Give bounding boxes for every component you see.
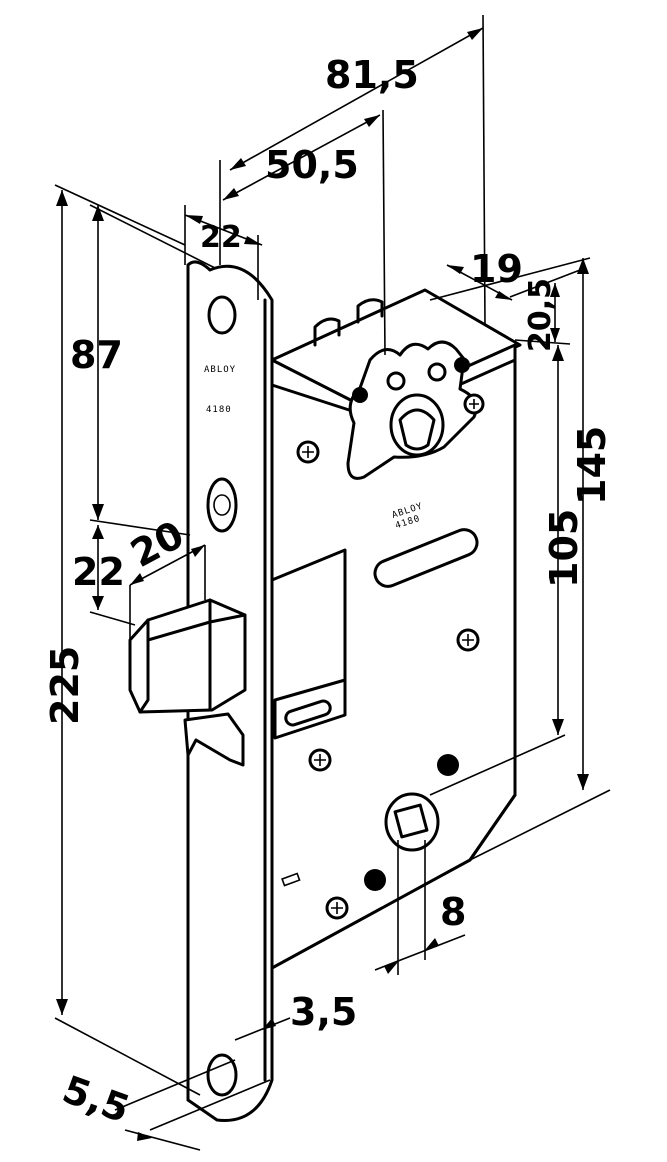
dim-225: 225 — [43, 646, 87, 725]
body-screws — [296, 440, 480, 920]
body-slot — [373, 528, 479, 588]
faceplate-marking-line2: 4180 — [206, 405, 232, 415]
dim-22-top: 22 — [200, 220, 242, 255]
latch-bolt — [128, 598, 247, 767]
dim-87: 87 — [70, 333, 123, 377]
dim-50-5: 50,5 — [265, 143, 359, 187]
dim-20: 20 — [124, 512, 191, 576]
dim-145: 145 — [570, 426, 614, 505]
dim-3-5: 3,5 — [290, 990, 357, 1034]
dimension-lines — [54, 14, 611, 1151]
faceplate-marking-line1: ABLOY — [204, 365, 236, 375]
dim-81-5: 81,5 — [325, 53, 419, 97]
follower-hub — [384, 792, 440, 852]
dim-8: 8 — [440, 890, 466, 934]
dim-5-5: 5,5 — [57, 1067, 135, 1131]
cylinder-plate — [346, 340, 485, 480]
dim-105: 105 — [542, 509, 586, 588]
dim-19: 19 — [470, 247, 523, 291]
latch-pocket — [270, 548, 347, 887]
dim-20-5: 20,5 — [523, 278, 558, 352]
dim-22-side: 22 — [72, 550, 125, 594]
